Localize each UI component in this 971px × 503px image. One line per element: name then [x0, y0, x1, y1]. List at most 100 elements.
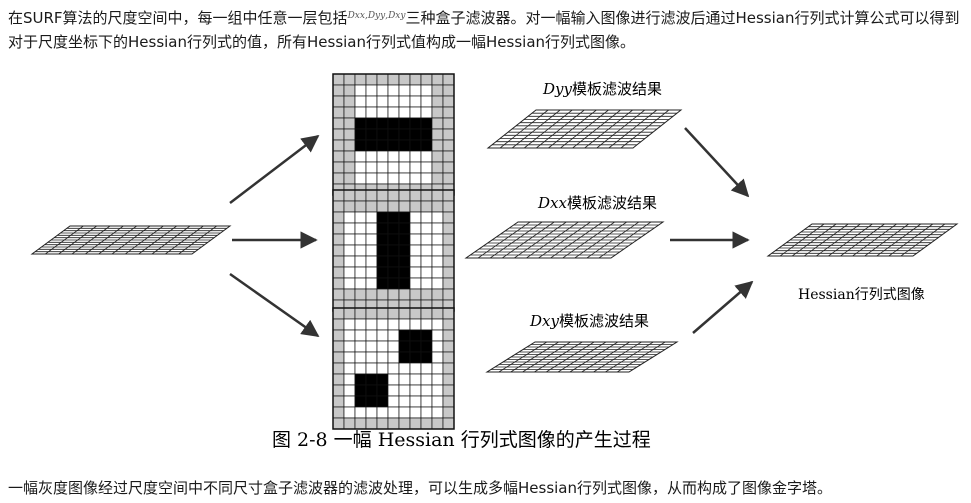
kernel-cell	[332, 150, 345, 163]
kernel-cell	[387, 417, 400, 430]
kernel-cell	[387, 189, 400, 202]
kernel-cell	[354, 117, 367, 130]
kernel-cell	[409, 362, 422, 375]
kernel-cell	[398, 233, 411, 246]
kernel-cell	[420, 244, 433, 257]
kernel-cell	[387, 329, 400, 342]
kernel-cell	[409, 340, 422, 353]
kernel-cell	[442, 84, 455, 97]
kernel-cell	[431, 340, 444, 353]
kernel-cell	[343, 73, 356, 86]
kernel-cell	[343, 329, 356, 342]
kernel-cell	[442, 266, 455, 279]
kernel-cell	[387, 161, 400, 174]
hessian-figure: Dyy模板滤波结果 Dxx模板滤波结果 Dxy模板滤波结果 Hessian行列式…	[30, 73, 959, 451]
kernel-cell	[343, 255, 356, 268]
conclusion-paragraph: 一幅灰度图像经过尺度空间中不同尺寸盒子滤波器的滤波处理，可以生成多幅Hessia…	[8, 479, 833, 497]
kernel-cell	[409, 139, 422, 152]
kernel-cell	[431, 417, 444, 430]
kernel-cell	[420, 406, 433, 419]
kernel-cell	[409, 307, 422, 320]
kernel-cell	[398, 406, 411, 419]
kernel-cell	[365, 340, 378, 353]
kernel-cell	[354, 351, 367, 364]
kernel-cell	[332, 233, 345, 246]
kernel-cell	[354, 406, 367, 419]
kernel-cell	[420, 307, 433, 320]
kernel-cell	[387, 307, 400, 320]
kernel-cell	[376, 373, 389, 386]
filter-dxy: Dxy	[388, 11, 406, 21]
kernel-cell	[332, 340, 345, 353]
kernel-cell	[332, 84, 345, 97]
kernel-cell	[343, 373, 356, 386]
kernel-cell	[365, 211, 378, 224]
kernel-cell	[409, 233, 422, 246]
kernel-cell	[442, 128, 455, 141]
kernel-cell	[442, 307, 455, 320]
kernel-cell	[365, 406, 378, 419]
kernel-cell	[431, 351, 444, 364]
kernel-cell	[442, 95, 455, 108]
kernel-cell	[409, 318, 422, 331]
kernel-cell	[442, 384, 455, 397]
kernel-cell	[409, 222, 422, 235]
kernel-cell	[409, 395, 422, 408]
kernel-cell	[376, 161, 389, 174]
kernel-cell	[431, 288, 444, 301]
kernel-cell	[387, 139, 400, 152]
kernel-cell	[354, 95, 367, 108]
dyy-box-filter	[332, 73, 455, 196]
kernel-cell	[343, 307, 356, 320]
kernel-cell	[376, 255, 389, 268]
kernel-cell	[398, 200, 411, 213]
kernel-cell	[431, 266, 444, 279]
kernel-cell	[398, 95, 411, 108]
kernel-cell	[409, 189, 422, 202]
kernel-cell	[420, 277, 433, 290]
kernel-cell	[420, 117, 433, 130]
kernel-cell	[343, 233, 356, 246]
kernel-cell	[420, 266, 433, 279]
kernel-cell	[332, 288, 345, 301]
kernel-cell	[343, 266, 356, 279]
kernel-cell	[387, 150, 400, 163]
kernel-cell	[354, 161, 367, 174]
kernel-cell	[431, 395, 444, 408]
kernel-cell	[332, 95, 345, 108]
kernel-cell	[354, 288, 367, 301]
intro-text-before: 在SURF算法的尺度空间中，每一组中任意一层包括	[8, 9, 348, 27]
kernel-cell	[409, 384, 422, 397]
kernel-cell	[376, 417, 389, 430]
kernel-cell	[332, 277, 345, 290]
kernel-cell	[332, 200, 345, 213]
kernel-cell	[409, 211, 422, 224]
kernel-cell	[365, 384, 378, 397]
kernel-cell	[387, 384, 400, 397]
kernel-cell	[442, 200, 455, 213]
kernel-cell	[354, 128, 367, 141]
kernel-cell	[420, 189, 433, 202]
kernel-cell	[365, 288, 378, 301]
kernel-cell	[332, 266, 345, 279]
dxx-result-grid	[464, 221, 665, 259]
kernel-cell	[354, 373, 367, 386]
kernel-cell	[332, 362, 345, 375]
kernel-cell	[398, 139, 411, 152]
kernel-cell	[365, 73, 378, 86]
kernel-cell	[431, 373, 444, 386]
kernel-cell	[387, 266, 400, 279]
figure-caption: 图 2-8 一幅 Hessian 行列式图像的产生过程	[272, 429, 651, 451]
dyy-result-grid	[486, 109, 683, 149]
kernel-cell	[354, 277, 367, 290]
hessian-result-grid	[766, 223, 959, 257]
kernel-cell	[365, 362, 378, 375]
kernel-cell	[409, 406, 422, 419]
intro-paragraph: 在SURF算法的尺度空间中，每一组中任意一层包括Dxx,Dyy,Dxy三种盒子滤…	[8, 9, 960, 51]
label-hessian-image: Hessian行列式图像	[798, 287, 925, 303]
kernel-cell	[387, 340, 400, 353]
kernel-cell	[387, 244, 400, 257]
kernel-cell	[420, 351, 433, 364]
kernel-cell	[420, 329, 433, 342]
kernel-cell	[376, 95, 389, 108]
